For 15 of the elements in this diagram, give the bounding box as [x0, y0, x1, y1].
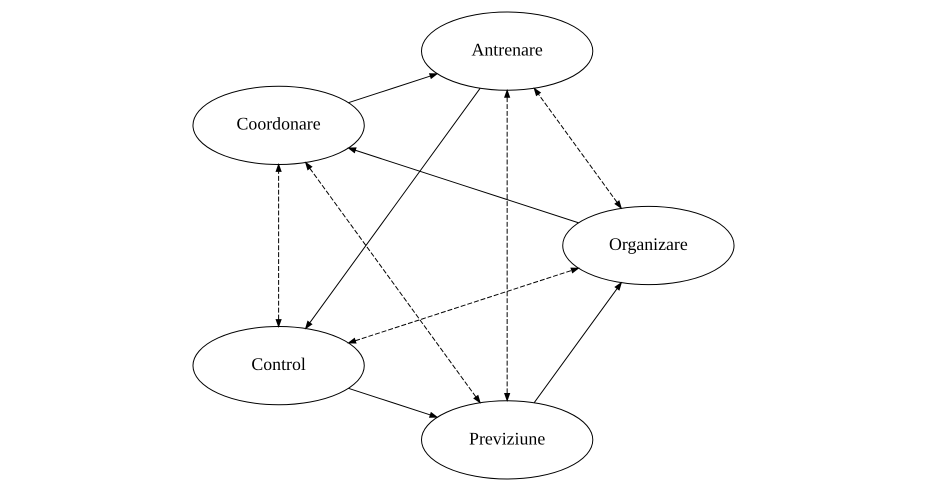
node-ellipse: Antrenare — [421, 12, 594, 91]
arrow — [304, 88, 481, 330]
arrow — [504, 88, 510, 402]
node-ellipse: Coordonare — [192, 86, 365, 165]
arrow — [533, 87, 622, 210]
arrow — [348, 388, 438, 418]
arrow — [276, 162, 282, 328]
node-ellipse: Control — [192, 326, 365, 406]
arrow — [348, 73, 438, 104]
node-ellipse: Organizare — [562, 206, 735, 286]
arrow — [347, 268, 580, 344]
arrow — [534, 282, 622, 403]
node-ellipse: Previziune — [421, 400, 594, 480]
arrow — [304, 161, 481, 404]
arrow — [347, 147, 579, 224]
